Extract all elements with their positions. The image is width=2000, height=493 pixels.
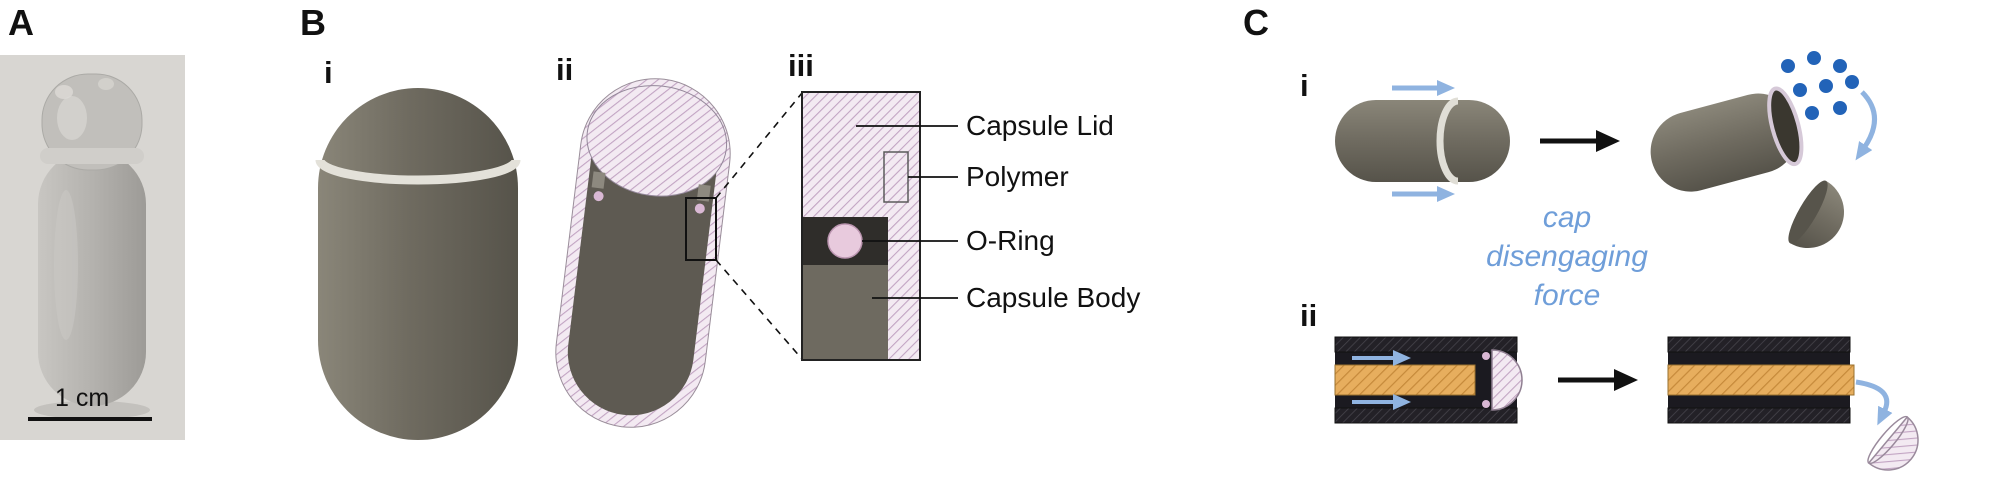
actuator-before <box>1334 336 1523 424</box>
annotation-o-ring: O-Ring <box>966 225 1055 256</box>
capsule-closed-horizontal <box>1335 97 1510 185</box>
cap-in-tube <box>1491 349 1523 411</box>
zoom-connector-lines <box>715 92 803 360</box>
panel-label-c: C <box>1243 2 1269 43</box>
push-rod-extended <box>1667 364 1855 396</box>
panel-label-b: B <box>300 2 326 43</box>
eject-curve-arrow-icon <box>1855 379 1893 426</box>
cap-detached <box>1788 180 1844 248</box>
annotation-capsule-body: Capsule Body <box>966 282 1141 313</box>
photo-capsule <box>38 73 146 406</box>
photo-shadow <box>34 401 150 419</box>
detail-capsule-body <box>803 265 888 359</box>
photo-panel <box>0 55 185 440</box>
force-caption-line3: force <box>1533 279 1601 312</box>
scale-label: 1 cm <box>55 384 110 412</box>
release-curve-arrow-icon <box>1855 90 1877 161</box>
push-rod <box>1334 364 1476 396</box>
zoom-region-box <box>685 197 717 261</box>
force-caption: cap disengaging force <box>1452 198 1682 315</box>
capsule-render-solid <box>315 88 521 440</box>
shear-force-arrows <box>1392 80 1455 202</box>
subpanel-label-c-i: i <box>1300 68 1309 103</box>
subpanel-label-b-i: i <box>324 55 333 90</box>
panel-label-a: A <box>8 2 34 43</box>
subpanel-label-b-iii: iii <box>788 48 814 83</box>
scale-bar <box>28 417 152 421</box>
cap-detached-hatched <box>1867 415 1919 471</box>
annotation-polymer: Polymer <box>966 161 1069 192</box>
detail-o-ring <box>827 223 863 259</box>
zoom-detail-panel <box>801 91 921 361</box>
force-caption-line2: disengaging <box>1486 240 1648 273</box>
subpanel-label-b-ii: ii <box>556 52 574 87</box>
drug-release-dots <box>1781 51 1859 120</box>
subpanel-label-c-ii: ii <box>1300 298 1318 333</box>
push-force-arrows <box>1352 350 1411 410</box>
detail-lid-skirt <box>888 217 919 359</box>
capsule-open <box>1650 86 1804 192</box>
annotation-capsule-lid: Capsule Lid <box>966 110 1114 141</box>
actuator-after <box>1667 336 1919 471</box>
capsule-render-cross-section <box>555 78 731 428</box>
detail-capsule-lid <box>803 93 919 217</box>
force-caption-line1: cap <box>1542 201 1592 234</box>
annotation-leader-lines <box>856 125 958 299</box>
